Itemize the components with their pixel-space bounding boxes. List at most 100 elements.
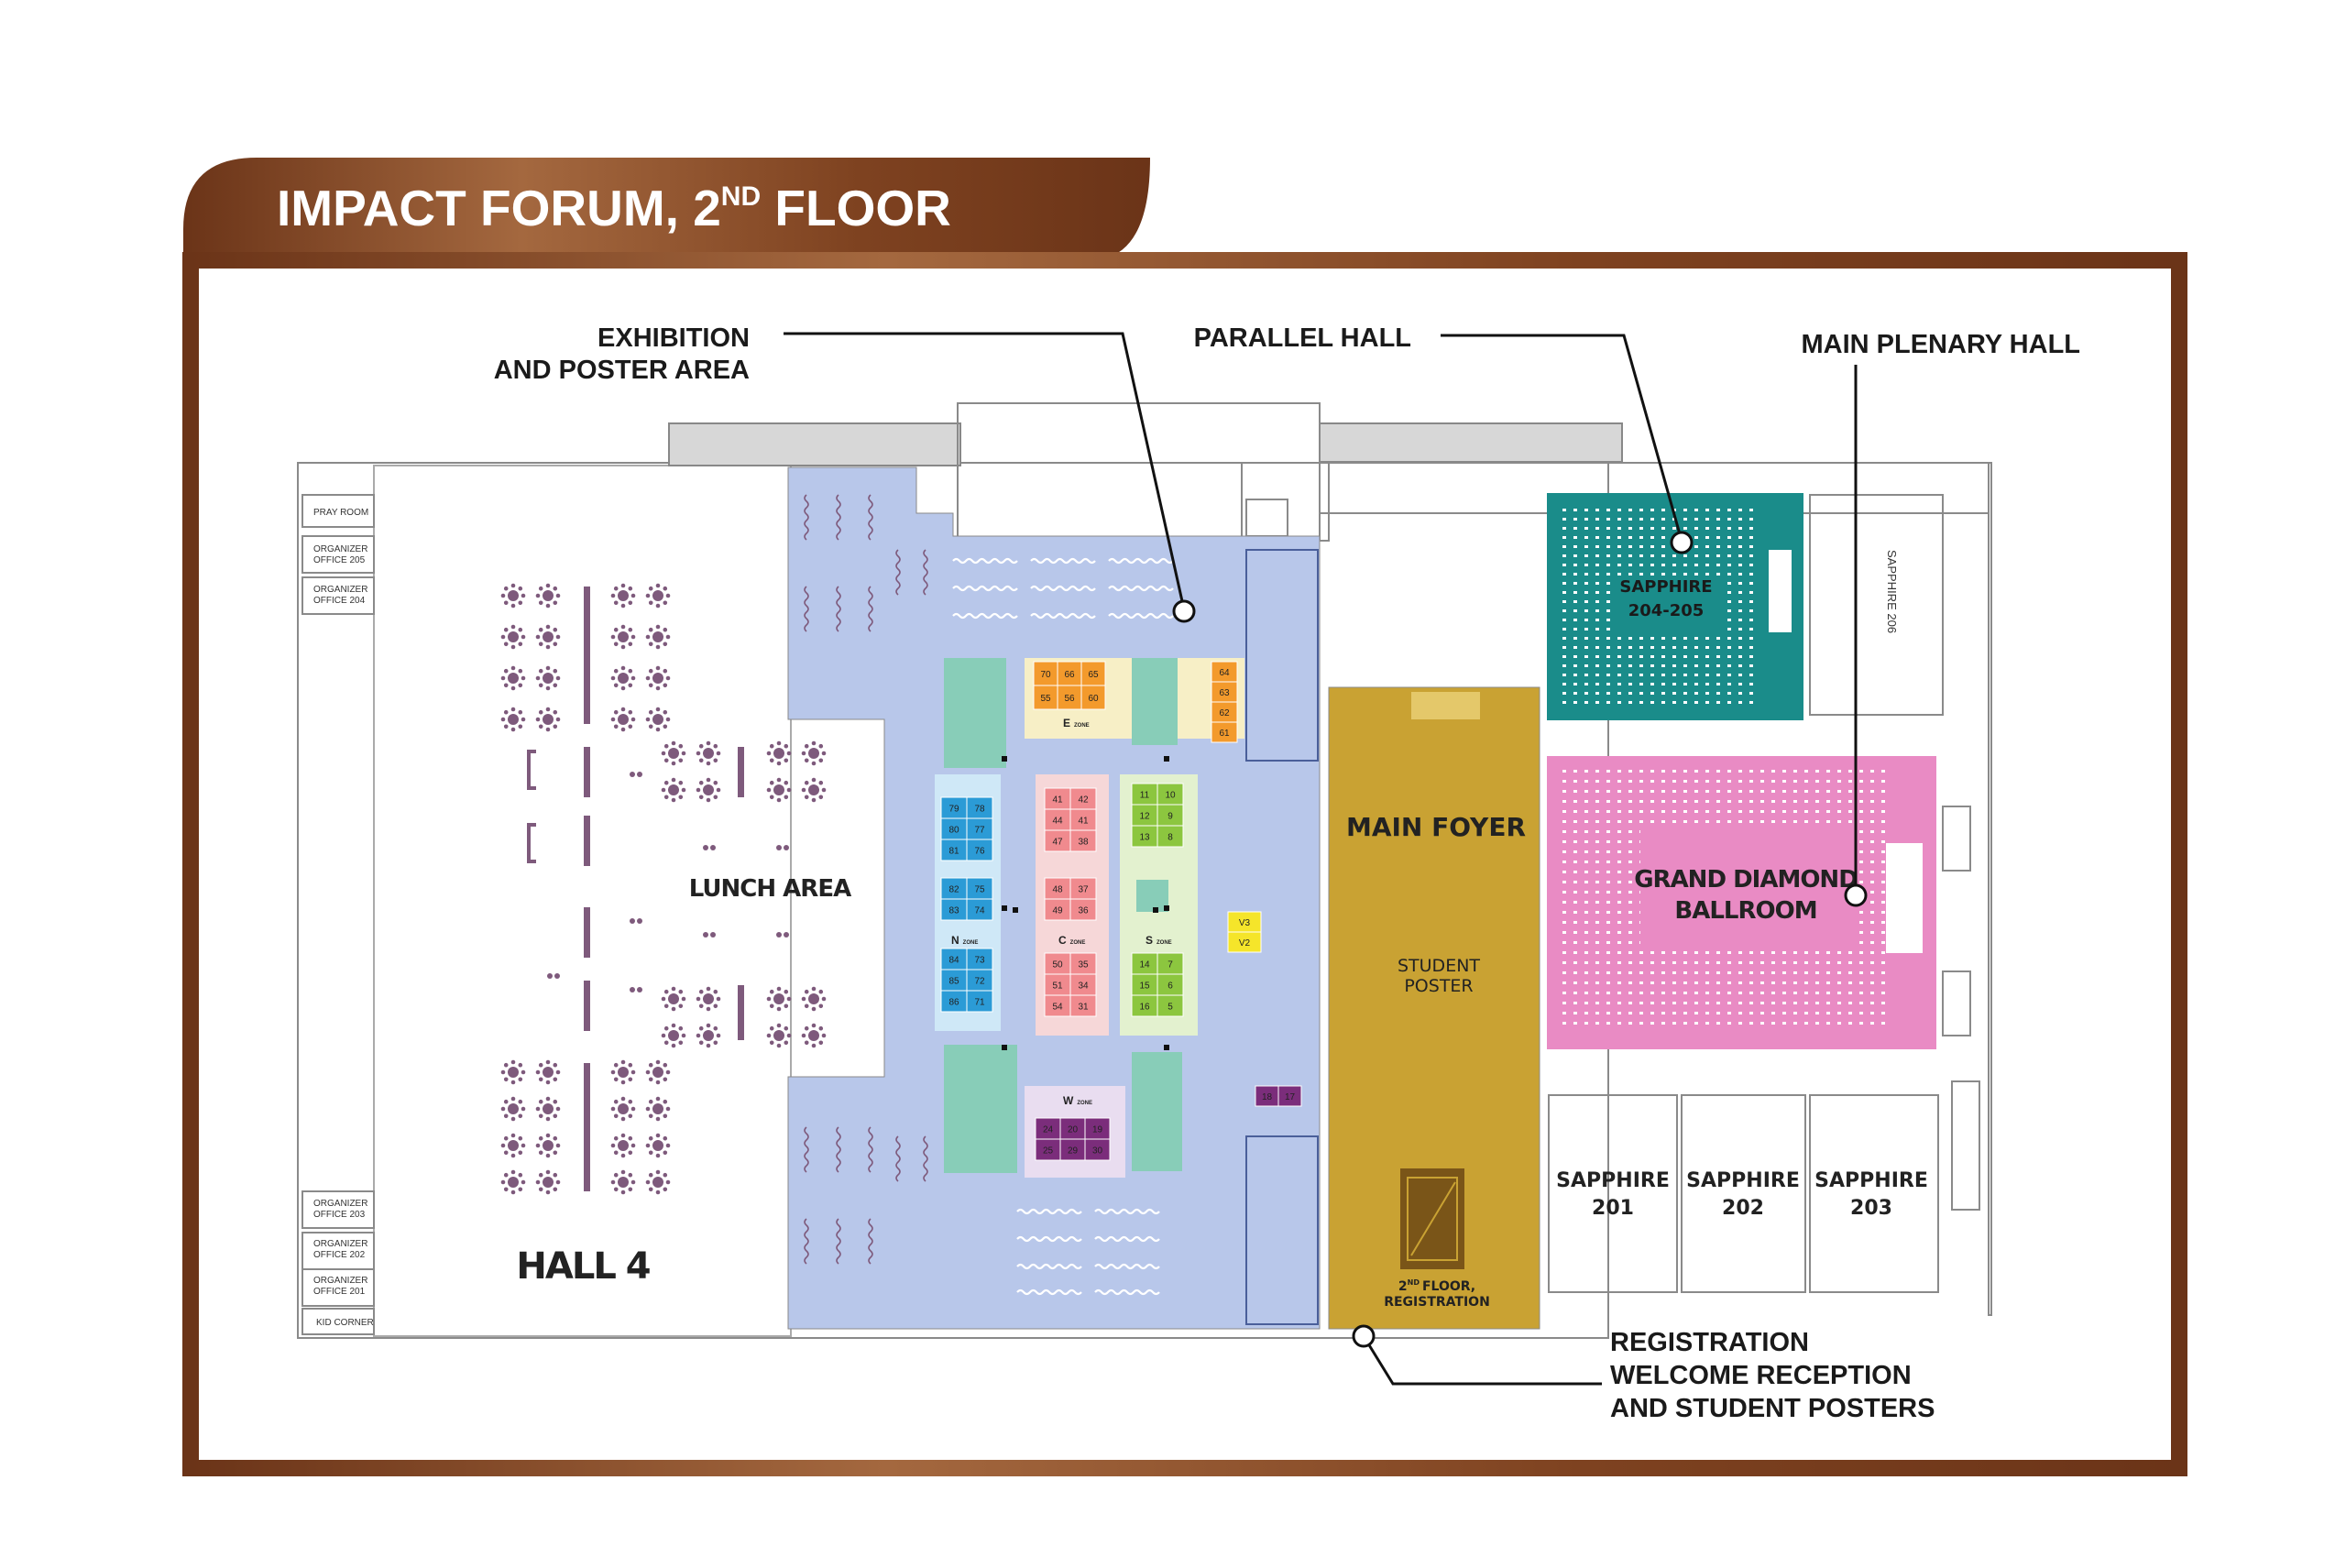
chair xyxy=(696,1033,701,1038)
seat xyxy=(1562,545,1566,548)
round-table xyxy=(773,748,784,759)
chair xyxy=(620,1169,626,1175)
seat xyxy=(1749,674,1753,676)
seat xyxy=(1628,992,1632,994)
grand-diamond-label: GRAND DIAMOND xyxy=(1634,866,1858,894)
chair xyxy=(620,1190,626,1195)
long-table xyxy=(738,747,744,797)
seat xyxy=(1848,800,1852,803)
chair xyxy=(776,761,782,766)
chair xyxy=(553,586,558,591)
poster-board-vertical xyxy=(868,1218,873,1265)
seat xyxy=(1573,770,1577,773)
seat xyxy=(1837,981,1841,984)
seat xyxy=(1573,871,1577,873)
chair xyxy=(630,634,636,640)
seat xyxy=(1716,780,1720,783)
chair xyxy=(545,603,551,609)
round-table xyxy=(508,1177,519,1188)
chair xyxy=(645,1143,651,1148)
seat xyxy=(1573,780,1577,783)
chair xyxy=(503,1135,509,1141)
seat xyxy=(1738,628,1742,630)
seat xyxy=(1782,790,1786,793)
booth-13-number: 13 xyxy=(1139,833,1150,843)
seat xyxy=(1617,554,1621,557)
seat xyxy=(1562,1002,1566,1004)
chair xyxy=(671,761,676,766)
seat xyxy=(1848,1022,1852,1025)
seat xyxy=(1870,871,1874,873)
seat xyxy=(1705,545,1709,548)
chair xyxy=(538,600,543,606)
seat xyxy=(1672,1002,1676,1004)
seat xyxy=(1661,780,1665,783)
seat xyxy=(1705,674,1709,676)
chair xyxy=(538,1135,543,1141)
seat xyxy=(1595,545,1599,548)
chair xyxy=(698,780,704,785)
seat xyxy=(1573,850,1577,853)
chair xyxy=(613,1150,619,1156)
seat xyxy=(1859,1012,1863,1014)
seat xyxy=(1606,961,1610,964)
seat xyxy=(1738,701,1742,704)
seat xyxy=(1584,951,1588,954)
booth-48-number: 48 xyxy=(1052,885,1063,895)
seat xyxy=(1606,573,1610,576)
round-table xyxy=(652,1103,663,1114)
chair xyxy=(510,644,516,650)
poster-board xyxy=(1030,612,1096,620)
seat xyxy=(1595,810,1599,813)
organizer-office-204-sub: OFFICE 204 xyxy=(313,596,366,606)
seat xyxy=(1815,790,1819,793)
seat xyxy=(1672,961,1676,964)
seat xyxy=(1705,637,1709,640)
seat xyxy=(1815,780,1819,783)
seat xyxy=(1573,800,1577,803)
chair xyxy=(645,593,651,598)
seat xyxy=(1716,655,1720,658)
booth-41-number: 41 xyxy=(1052,795,1063,806)
seat xyxy=(1881,871,1885,873)
chair xyxy=(696,787,701,793)
chair xyxy=(503,600,509,606)
seat xyxy=(1683,646,1687,649)
service-corridor xyxy=(1245,549,1319,762)
seat xyxy=(1595,921,1599,924)
seat xyxy=(1672,646,1676,649)
seat xyxy=(1606,646,1610,649)
round-table xyxy=(618,673,629,684)
seat xyxy=(1793,800,1797,803)
chair xyxy=(547,973,553,979)
chair xyxy=(518,1150,523,1156)
seat xyxy=(1562,820,1566,823)
chair xyxy=(510,583,516,588)
chair xyxy=(518,1062,523,1068)
seat xyxy=(1760,981,1764,984)
seat xyxy=(1716,971,1720,974)
seat xyxy=(1760,961,1764,964)
poster-board-vertical xyxy=(836,1218,841,1265)
seat xyxy=(1727,971,1731,974)
seat xyxy=(1650,790,1654,793)
chair xyxy=(648,1099,653,1104)
round-table xyxy=(508,1067,519,1078)
chair xyxy=(518,1077,523,1082)
round-table xyxy=(618,1067,629,1078)
seat xyxy=(1870,1012,1874,1014)
seat xyxy=(1595,683,1599,685)
student-poster-label: STUDENT xyxy=(1398,956,1480,976)
chair xyxy=(518,1187,523,1192)
seat xyxy=(1716,820,1720,823)
seat xyxy=(1595,518,1599,521)
seat xyxy=(1881,840,1885,843)
chair xyxy=(545,1153,551,1158)
grand-diamond-sub: BALLROOM xyxy=(1674,897,1816,925)
seat xyxy=(1573,628,1577,630)
seat xyxy=(1606,554,1610,557)
long-table xyxy=(584,747,590,797)
chair xyxy=(648,1135,653,1141)
seat xyxy=(1683,674,1687,676)
seat xyxy=(1606,891,1610,894)
